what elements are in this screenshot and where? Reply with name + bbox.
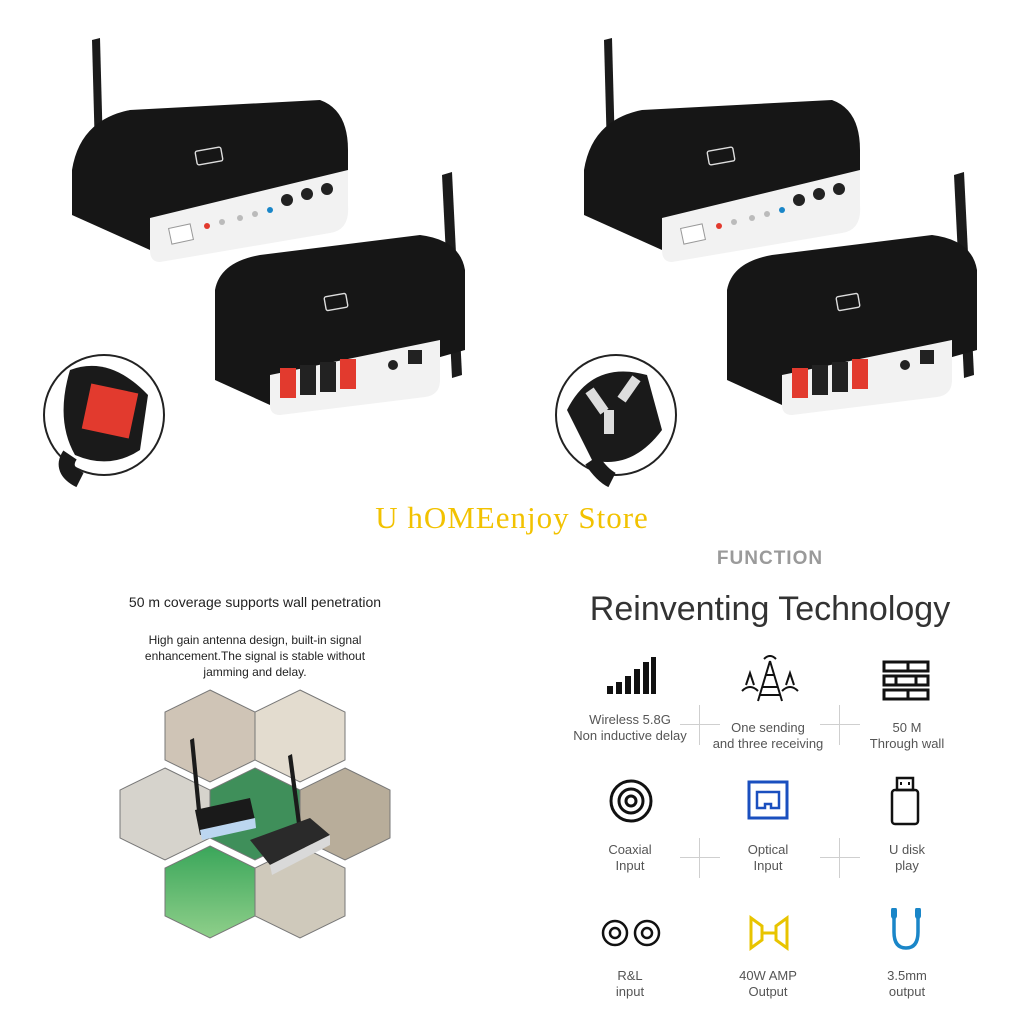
coaxial-icon: [609, 779, 653, 823]
transmitter-tower-icon: [741, 655, 799, 702]
au-plug-inset: [555, 354, 677, 488]
coverage-title: 50 m coverage supports wall penetration: [128, 594, 382, 610]
grid-divider: [820, 705, 860, 745]
feature-label: U disk play: [888, 842, 926, 873]
feature-label: 50 M Through wall: [869, 720, 945, 751]
section-label: FUNCTION: [716, 548, 824, 569]
feature-label: Coaxial Input: [608, 842, 652, 873]
feature-label: Wireless 5.8G Non inductive delay: [573, 712, 687, 743]
usb-disk-icon: [890, 776, 920, 826]
receiver-unit: [727, 172, 977, 415]
receiver-unit: [215, 172, 465, 415]
feature-label: 3.5mm output: [887, 968, 927, 999]
brick-wall-icon: [882, 660, 930, 701]
feature-title: Reinventing Technology: [589, 590, 951, 628]
feature-label: Optical Input: [747, 842, 789, 873]
rl-jacks-icon: [601, 919, 661, 947]
house-hexagon-illustration: [119, 689, 391, 939]
transmitter-unit: [584, 38, 861, 262]
coverage-line: High gain antenna design, built-in signa…: [148, 633, 362, 647]
grid-divider: [680, 838, 720, 878]
store-watermark: U hOMEenjoy Store: [375, 500, 649, 535]
signal-bars-icon: [607, 657, 656, 694]
product-photo-uk: [43, 38, 465, 488]
feature-label: R&L input: [615, 968, 645, 999]
coverage-description: High gain antenna design, built-in signa…: [110, 632, 400, 680]
transmitter-unit: [72, 38, 349, 262]
grid-divider: [680, 705, 720, 745]
coverage-line: enhancement.The signal is stable without: [144, 649, 366, 663]
aux-cable-icon: [891, 908, 921, 950]
feature-label: One sending and three receiving: [712, 720, 824, 751]
optical-icon: [747, 780, 789, 820]
grid-divider: [820, 838, 860, 878]
product-photo-au: [555, 38, 977, 488]
uk-plug-inset: [43, 354, 165, 488]
feature-label: 40W AMP Output: [739, 968, 797, 999]
coverage-line: jamming and delay.: [203, 665, 307, 679]
speaker-icon: [749, 915, 789, 951]
